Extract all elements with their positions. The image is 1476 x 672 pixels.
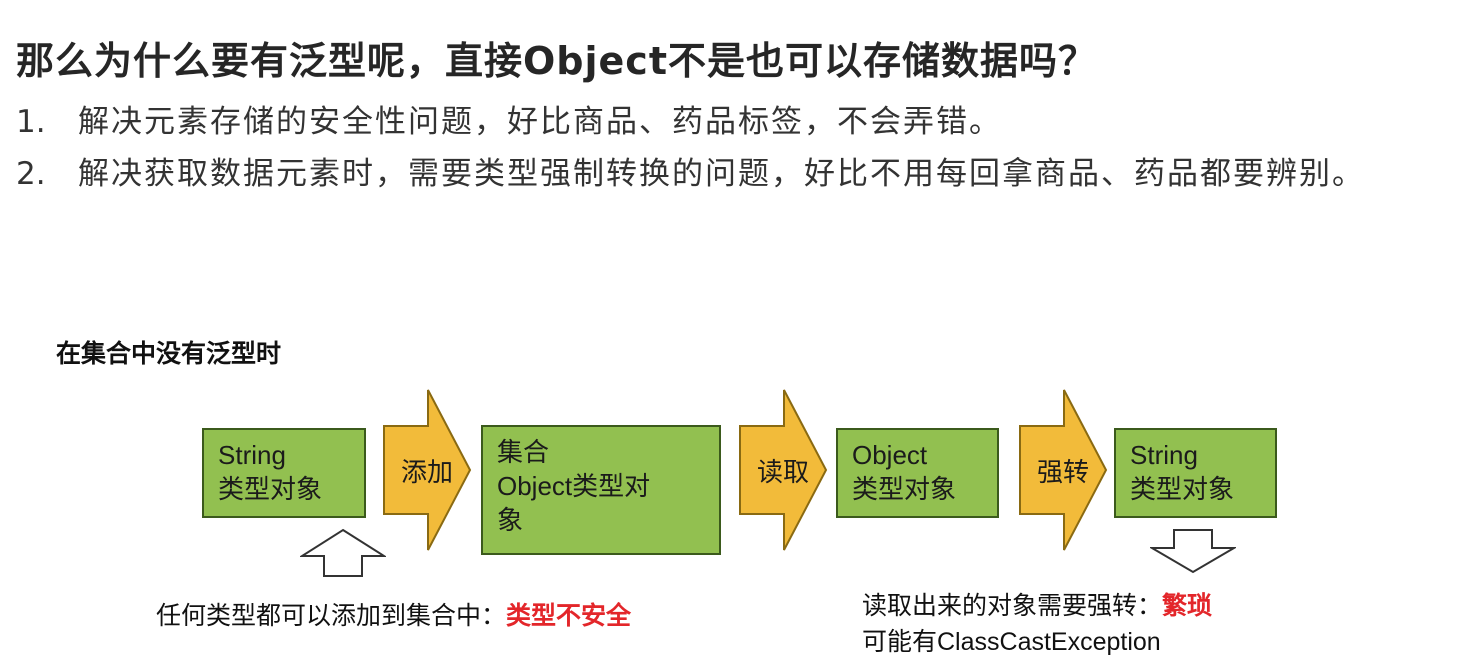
- unsafe-note-emphasis: 类型不安全: [506, 602, 632, 630]
- reason-text: 解决获取数据元素时，需要类型强制转换的问题，好比不用每回拿商品、药品都要辨别。: [78, 156, 1365, 192]
- cast-note: 读取出来的对象需要强转：繁琐 可能有ClassCastException: [862, 588, 1212, 660]
- cast-note-text: 读取出来的对象需要强转：: [862, 592, 1163, 620]
- read-arrow-label: 读取: [756, 457, 809, 487]
- cast-note-line-2: 可能有ClassCastException: [862, 628, 1161, 656]
- cast-arrow: 强转: [1018, 388, 1108, 552]
- reason-item-1: 1. 解决元素存储的安全性问题，好比商品、药品标签，不会弄错。: [16, 100, 1466, 144]
- diagram-subtitle: 在集合中没有泛型时: [56, 339, 282, 368]
- box-line-2: 类型对象: [1130, 474, 1235, 504]
- cast-arrow-shape: [1019, 389, 1108, 551]
- up-outline-arrow: [300, 528, 386, 577]
- reason-list: 1. 解决元素存储的安全性问题，好比商品、药品标签，不会弄错。 2. 解决获取数…: [16, 100, 1466, 204]
- box-line-2: Object类型对: [497, 471, 651, 501]
- cast-arrow-label: 强转: [1036, 457, 1089, 487]
- read-arrow-shape: [739, 389, 828, 551]
- down-outline-arrow: [1150, 529, 1236, 574]
- box-line-2: 类型对象: [218, 474, 323, 504]
- add-arrow-shape: [383, 389, 472, 551]
- cast-note-line-1: 读取出来的对象需要强转：繁琐: [862, 588, 1212, 624]
- string-result-box: String 类型对象: [1114, 428, 1277, 518]
- box-line-1: Object: [852, 440, 928, 470]
- slide-title: 那么为什么要有泛型呢，直接Object不是也可以存储数据吗？: [16, 39, 1097, 83]
- read-arrow: 读取: [738, 388, 828, 552]
- add-arrow-label: 添加: [400, 457, 453, 487]
- reason-number: 1.: [16, 104, 46, 140]
- reason-number: 2.: [16, 156, 46, 192]
- box-line-1: String: [218, 440, 286, 470]
- box-line-3: 象: [497, 505, 524, 535]
- unsafe-note-text: 任何类型都可以添加到集合中：: [156, 602, 507, 630]
- reason-item-2: 2. 解决获取数据元素时，需要类型强制转换的问题，好比不用每回拿商品、药品都要辨…: [16, 152, 1466, 196]
- add-arrow: 添加: [382, 388, 472, 552]
- unsafe-note: 任何类型都可以添加到集合中：类型不安全: [156, 596, 631, 632]
- reason-text: 解决元素存储的安全性问题，好比商品、药品标签，不会弄错。: [78, 104, 1002, 140]
- collection-box: 集合 Object类型对 象: [481, 425, 721, 555]
- box-line-1: String: [1130, 440, 1198, 470]
- box-line-1: 集合: [497, 437, 550, 467]
- cast-note-emphasis: 繁琐: [1162, 592, 1213, 620]
- object-box: Object 类型对象: [836, 428, 999, 518]
- box-line-2: 类型对象: [852, 474, 957, 504]
- string-object-box: String 类型对象: [202, 428, 366, 518]
